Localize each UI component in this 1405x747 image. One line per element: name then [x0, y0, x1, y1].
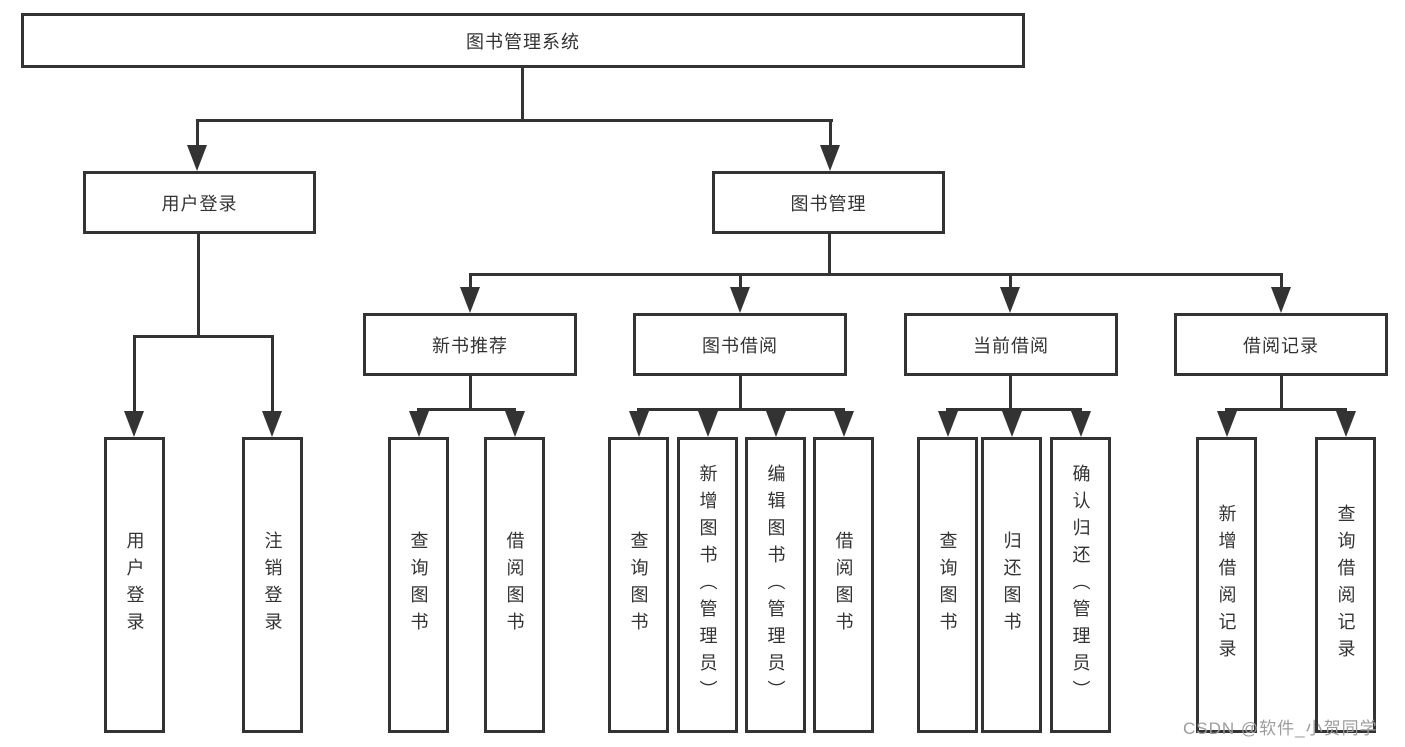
- node-root-library-system: 图书管理系统: [21, 13, 1025, 68]
- connector-current-borrowing-hline: [946, 408, 1082, 411]
- connector-current-borrowing-stub: [1009, 376, 1012, 411]
- arrow-down-icon: [938, 411, 958, 437]
- leaf-borrow-books-label: 借阅图书: [833, 531, 854, 639]
- node-user-login-label: 用户登录: [161, 193, 238, 214]
- connector-branch-book-borrowing: [739, 273, 742, 289]
- arrow-down-icon: [187, 145, 207, 171]
- leaf-query-books-recommend: 查询图书: [388, 437, 449, 733]
- leaf-edit-books-admin: 编辑图书（管理员）: [745, 437, 806, 733]
- leaf-add-borrow-record-label: 新增借阅记录: [1216, 504, 1237, 666]
- connector-root-stub: [521, 68, 524, 122]
- arrow-down-icon: [1071, 411, 1091, 437]
- arrow-down-icon: [820, 145, 840, 171]
- connector-borrowing-records-stub: [1280, 376, 1283, 411]
- connector-book-management-stub: [828, 234, 831, 276]
- node-root-label: 图书管理系统: [466, 31, 580, 52]
- node-book-borrowing-label: 图书借阅: [702, 335, 778, 356]
- arrow-down-icon: [409, 411, 429, 437]
- connector-new-book-stub: [469, 376, 472, 411]
- arrow-down-icon: [1002, 411, 1022, 437]
- connector-book-borrowing-stub: [739, 376, 742, 411]
- leaf-confirm-return-admin: 确认归还（管理员）: [1050, 437, 1111, 733]
- arrow-down-icon: [1271, 287, 1291, 313]
- arrow-down-icon: [460, 287, 480, 313]
- arrow-down-icon: [1000, 287, 1020, 313]
- node-borrowing-records-label: 借阅记录: [1243, 335, 1319, 356]
- arrow-down-icon: [505, 411, 525, 437]
- node-book-borrowing: 图书借阅: [633, 313, 847, 376]
- leaf-add-borrow-record: 新增借阅记录: [1196, 437, 1257, 733]
- leaf-logout-label: 注销登录: [262, 531, 283, 639]
- arrow-down-icon: [698, 411, 718, 437]
- leaf-query-books-current-label: 查询图书: [937, 531, 958, 639]
- node-borrowing-records: 借阅记录: [1174, 313, 1388, 376]
- leaf-user-login: 用户登录: [104, 437, 165, 733]
- leaf-query-books-borrowing-label: 查询图书: [628, 531, 649, 639]
- connector-book-borrowing-hline: [637, 408, 845, 411]
- node-user-login: 用户登录: [83, 171, 316, 234]
- arrow-down-icon: [262, 411, 282, 437]
- connector-user-login-hline: [133, 335, 274, 338]
- arrow-down-icon: [730, 287, 750, 313]
- leaf-query-books-borrowing: 查询图书: [608, 437, 669, 733]
- connector-branch-book-management: [829, 119, 832, 147]
- arrow-down-icon: [1336, 411, 1356, 437]
- leaf-logout: 注销登录: [242, 437, 303, 733]
- arrow-down-icon: [629, 411, 649, 437]
- leaf-query-borrow-record: 查询借阅记录: [1315, 437, 1376, 733]
- node-new-book-recommendation-label: 新书推荐: [432, 335, 508, 356]
- leaf-add-books-admin-label: 新增图书（管理员）: [697, 463, 718, 707]
- arrow-down-icon: [124, 411, 144, 437]
- arrow-down-icon: [766, 411, 786, 437]
- leaf-borrow-books-recommend: 借阅图书: [484, 437, 545, 733]
- leaf-borrow-books-recommend-label: 借阅图书: [504, 531, 525, 639]
- arrow-down-icon: [834, 411, 854, 437]
- leaf-user-login-label: 用户登录: [124, 531, 145, 639]
- leaf-edit-books-admin-label: 编辑图书（管理员）: [765, 463, 786, 707]
- node-new-book-recommendation: 新书推荐: [363, 313, 577, 376]
- node-book-management-label: 图书管理: [790, 193, 867, 214]
- leaf-query-books-current: 查询图书: [917, 437, 978, 733]
- connector-borrowing-records-hline: [1225, 408, 1347, 411]
- leaf-borrow-books: 借阅图书: [813, 437, 874, 733]
- leaf-query-books-recommend-label: 查询图书: [408, 531, 429, 639]
- connector-branch-leaf-user-login: [133, 335, 136, 415]
- connector-new-book-hline: [417, 408, 516, 411]
- node-current-borrowing: 当前借阅: [904, 313, 1118, 376]
- leaf-return-books: 归还图书: [981, 437, 1042, 733]
- leaf-confirm-return-admin-label: 确认归还（管理员）: [1070, 463, 1091, 707]
- leaf-return-books-label: 归还图书: [1001, 531, 1022, 639]
- connector-branch-leaf-logout: [271, 335, 274, 415]
- connector-branch-borrowing-records: [1280, 273, 1283, 289]
- connector-branch-user-login: [196, 119, 199, 147]
- connector-book-management-hline: [469, 273, 1282, 276]
- connector-root-hline: [196, 119, 833, 122]
- node-book-management: 图书管理: [712, 171, 945, 234]
- connector-branch-current-borrowing: [1009, 273, 1012, 289]
- connector-user-login-stub: [197, 234, 200, 338]
- leaf-add-books-admin: 新增图书（管理员）: [677, 437, 738, 733]
- leaf-query-borrow-record-label: 查询借阅记录: [1335, 504, 1356, 666]
- node-current-borrowing-label: 当前借阅: [973, 335, 1049, 356]
- connector-branch-new-book: [469, 273, 472, 289]
- watermark: CSDN @软件_小贺同学: [1183, 719, 1378, 738]
- arrow-down-icon: [1217, 411, 1237, 437]
